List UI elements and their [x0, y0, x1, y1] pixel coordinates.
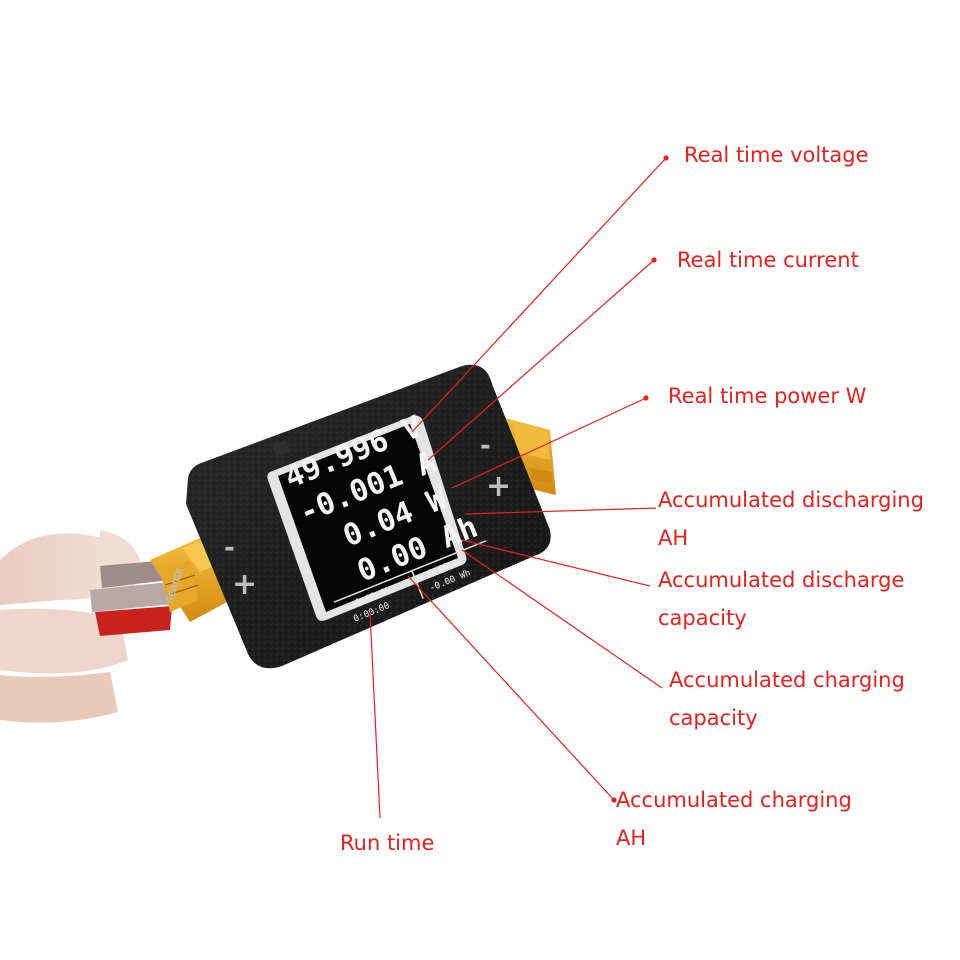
- label-discharging-ah-line1: Accumulated discharging: [658, 488, 924, 512]
- leader-run-time: [369, 611, 381, 819]
- leader-discharging-ah: [465, 507, 657, 515]
- label-discharge-capacity-line2: capacity: [658, 606, 747, 630]
- leader-current: [427, 259, 655, 461]
- label-charging-ah-line1: Accumulated charging: [616, 788, 852, 812]
- right-minus-mark: -: [480, 431, 491, 461]
- label-real-time-current: Real time current: [677, 248, 859, 272]
- label-charging-capacity-line1: Accumulated charging: [669, 668, 905, 692]
- leader-voltage: [411, 157, 667, 433]
- label-discharge-capacity-line1: Accumulated discharge: [658, 568, 905, 592]
- left-minus-mark: -: [224, 533, 235, 563]
- leader-charging-capacity: [461, 549, 663, 689]
- label-charging-capacity-line2: capacity: [669, 706, 758, 730]
- screen-divider-vertical: [411, 570, 424, 599]
- wires: [90, 560, 172, 636]
- screen-divider-horizontal: [333, 540, 487, 603]
- leader-charging-ah: [407, 575, 615, 801]
- leader-discharge-capacity: [461, 539, 651, 587]
- label-real-time-power: Real time power W: [668, 384, 867, 408]
- annotation-lines: [369, 155, 669, 819]
- label-real-time-voltage: Real time voltage: [684, 143, 869, 167]
- left-plus-mark: +: [232, 567, 257, 602]
- label-run-time: Run time: [340, 831, 435, 855]
- label-discharging-ah-line2: AH: [658, 526, 689, 550]
- right-plus-mark: +: [486, 469, 511, 504]
- leader-power: [451, 397, 647, 489]
- left-xt60-connector: SERIGE: [150, 538, 242, 622]
- label-charging-ah-line2: AH: [616, 826, 647, 850]
